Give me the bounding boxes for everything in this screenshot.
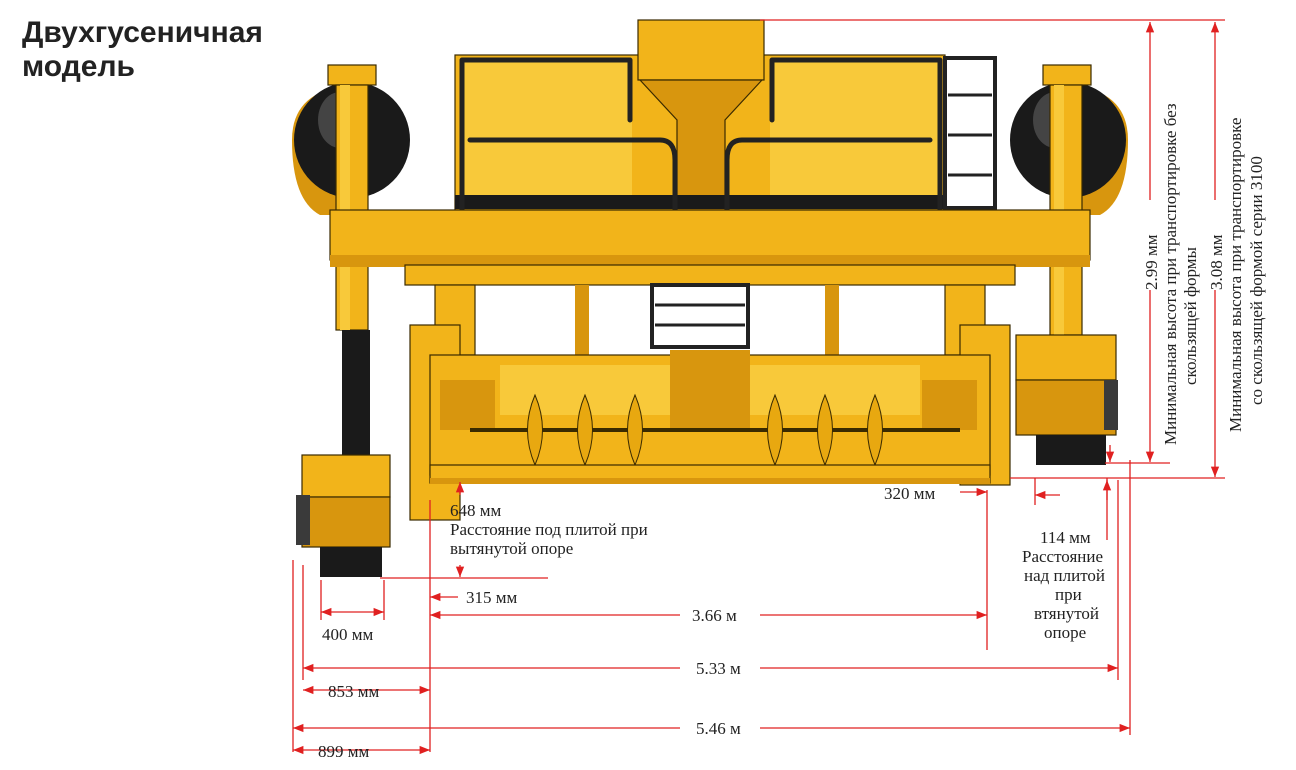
left-leg-column bbox=[327, 64, 377, 460]
dim-299-note-line2: скользящей формы bbox=[1181, 247, 1200, 385]
dim-648-value: 648 мм bbox=[450, 501, 502, 520]
dimension-labels: 648 мм Расстояние под плитой при вытянут… bbox=[318, 103, 1266, 761]
dim-400-value: 400 мм bbox=[322, 625, 374, 644]
left-track-unit bbox=[296, 454, 391, 577]
page-title: Двухгусеничная модель bbox=[22, 16, 263, 84]
dim-114-note-line1: Расстояние bbox=[1022, 547, 1103, 566]
dim-114-note-line5: опоре bbox=[1044, 623, 1086, 642]
dim-648-note-line1: Расстояние под плитой при bbox=[450, 520, 648, 539]
dim-366-value: 3.66 м bbox=[692, 606, 737, 625]
dim-308-value: 3.08 мм bbox=[1207, 234, 1226, 290]
dim-308-note-line1: Минимальная высота при транспортировке bbox=[1226, 118, 1245, 432]
dim-533-value: 5.33 м bbox=[696, 659, 741, 678]
auger-housing bbox=[409, 324, 1011, 521]
title-line-2: модель bbox=[22, 50, 135, 83]
operator-platform bbox=[454, 19, 997, 251]
dimension-lines bbox=[292, 19, 1225, 755]
machine-illustration bbox=[292, 19, 1128, 577]
dim-648-note-line2: вытянутой опоре bbox=[450, 539, 573, 558]
frame-supports bbox=[434, 283, 986, 360]
main-cross-beam bbox=[329, 209, 1091, 286]
dim-308-note-line2: со скользящей формой серии 3100 bbox=[1247, 156, 1266, 405]
title-line-1: Двухгусеничная bbox=[22, 16, 263, 49]
dim-853-value: 853 мм bbox=[328, 682, 380, 701]
dim-114-note-line3: при bbox=[1055, 585, 1082, 604]
auger-screws bbox=[470, 393, 960, 467]
dim-320-value: 320 мм bbox=[884, 484, 936, 503]
dim-299-note-line1: Минимальная высота при транспортировке б… bbox=[1161, 103, 1180, 445]
dim-114-note-line2: над плитой bbox=[1024, 566, 1105, 585]
slipform-bottom-plate bbox=[429, 464, 991, 484]
right-track-unit bbox=[1015, 334, 1118, 465]
dim-114-note-line4: втянутой bbox=[1034, 604, 1099, 623]
dim-546-value: 5.46 м bbox=[696, 719, 741, 738]
dim-899-value: 899 мм bbox=[318, 742, 370, 761]
dim-315-value: 315 мм bbox=[466, 588, 518, 607]
dim-299-value: 2.99 мм bbox=[1142, 234, 1161, 290]
dim-114-value: 114 мм bbox=[1040, 528, 1091, 547]
